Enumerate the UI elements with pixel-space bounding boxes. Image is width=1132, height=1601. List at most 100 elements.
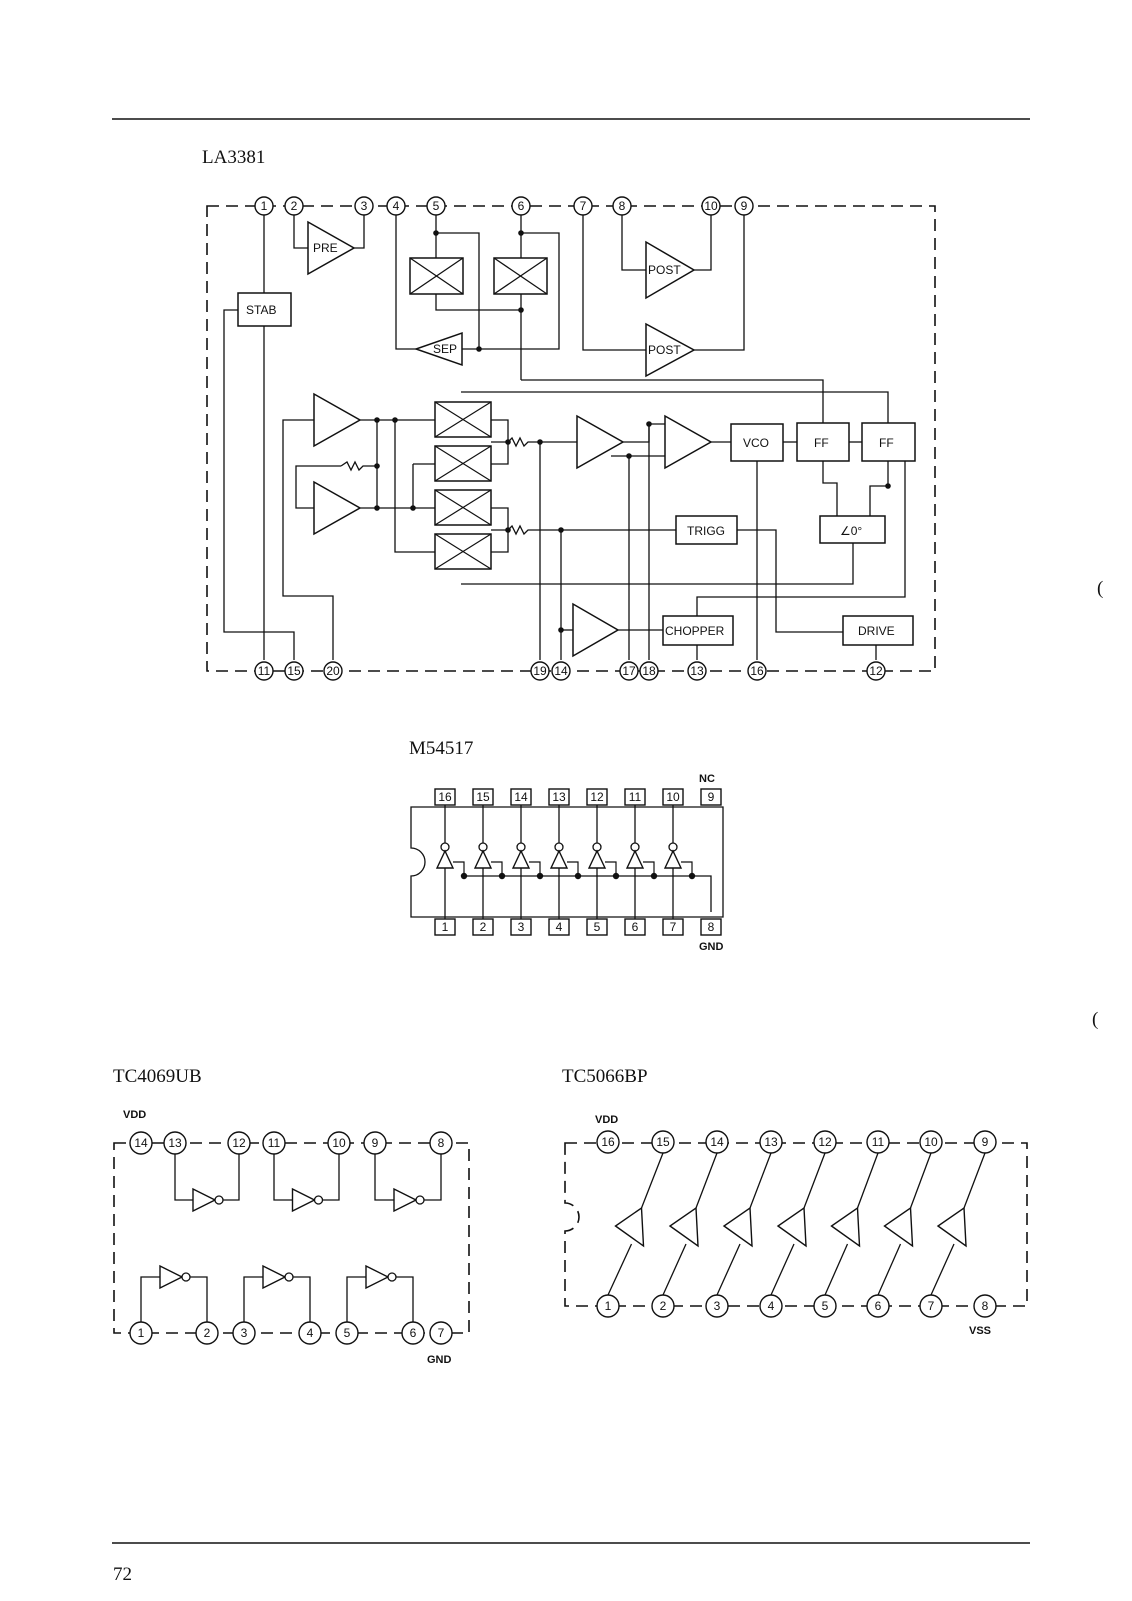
amp-triangle bbox=[313, 480, 362, 536]
junction-dot bbox=[460, 872, 468, 880]
pin-number: 3 bbox=[518, 920, 525, 934]
pin-6: 6 bbox=[401, 1321, 425, 1345]
wire bbox=[963, 1152, 986, 1209]
pin-4: 4 bbox=[298, 1321, 322, 1345]
pin-8: 8 bbox=[700, 918, 722, 936]
pin-number: 14 bbox=[134, 1136, 148, 1150]
pin-circle bbox=[530, 661, 550, 681]
wire bbox=[770, 1243, 795, 1296]
pin-16: 16 bbox=[747, 661, 767, 681]
mixer-cross bbox=[434, 489, 492, 526]
vdd-label: VDD bbox=[123, 1109, 146, 1121]
inverter-triangle bbox=[663, 849, 683, 869]
vss-label: VSS bbox=[969, 1325, 991, 1337]
pin-7: 7 bbox=[662, 918, 684, 936]
pin-circle bbox=[747, 661, 767, 681]
pin-number: 8 bbox=[982, 1299, 989, 1313]
wire bbox=[605, 861, 617, 876]
pin-number: 1 bbox=[261, 199, 268, 213]
pin-10: 10 bbox=[662, 788, 684, 806]
pin-circle bbox=[973, 1294, 997, 1318]
pin-number: 10 bbox=[332, 1136, 346, 1150]
pin-number: 12 bbox=[232, 1136, 246, 1150]
pin-number: 16 bbox=[601, 1135, 615, 1149]
pin-number: 20 bbox=[326, 664, 340, 678]
pin-circle bbox=[596, 1130, 620, 1154]
pin-number: 11 bbox=[629, 790, 642, 804]
la3381-outline bbox=[206, 205, 936, 672]
pin-number: 7 bbox=[580, 199, 587, 213]
wire bbox=[293, 1276, 311, 1322]
wire bbox=[374, 1154, 394, 1201]
pin-number: 15 bbox=[287, 664, 301, 678]
ff-label-1: FF bbox=[814, 436, 829, 450]
pin-box bbox=[700, 788, 722, 806]
pin-number: 8 bbox=[619, 199, 626, 213]
sep-triangle bbox=[413, 331, 463, 367]
wire bbox=[643, 861, 655, 876]
pin-11: 11 bbox=[624, 788, 646, 806]
pin-3: 3 bbox=[232, 1321, 256, 1345]
pin-circle bbox=[639, 661, 659, 681]
inverter-triangle bbox=[776, 1206, 807, 1248]
drive-label: DRIVE bbox=[858, 624, 895, 638]
pin-number: 13 bbox=[552, 790, 566, 804]
wire bbox=[412, 463, 435, 508]
pin-number: 4 bbox=[307, 1326, 314, 1340]
pin-13: 13 bbox=[687, 661, 707, 681]
wire bbox=[394, 420, 435, 553]
pin-11: 11 bbox=[262, 1131, 286, 1155]
tc4069ub-title: TC4069UB bbox=[113, 1066, 202, 1087]
pin-number: 4 bbox=[768, 1299, 775, 1313]
pin-13: 13 bbox=[163, 1131, 187, 1155]
pin-4: 4 bbox=[386, 196, 406, 216]
pin-number: 4 bbox=[393, 199, 400, 213]
pin-17: 17 bbox=[619, 661, 639, 681]
sep-label: SEP bbox=[433, 342, 457, 356]
pin-number: 11 bbox=[268, 1136, 281, 1150]
inverter-triangle bbox=[936, 1206, 967, 1248]
wire bbox=[243, 1276, 263, 1322]
amp-triangle bbox=[576, 414, 625, 470]
pin-number: 2 bbox=[660, 1299, 667, 1313]
pin-number: 14 bbox=[710, 1135, 724, 1149]
pin-9: 9 bbox=[973, 1130, 997, 1154]
pin-7: 7 bbox=[919, 1294, 943, 1318]
pin-20: 20 bbox=[323, 661, 343, 681]
stab-label: STAB bbox=[246, 303, 276, 317]
pin-10: 10 bbox=[327, 1131, 351, 1155]
pin-10: 10 bbox=[701, 196, 721, 216]
inverter-triangle bbox=[549, 849, 569, 869]
pin-number: 12 bbox=[590, 790, 604, 804]
inverter-triangle bbox=[625, 849, 645, 869]
pin-11: 11 bbox=[254, 661, 274, 681]
pin-number: 9 bbox=[741, 199, 748, 213]
wire bbox=[824, 1243, 849, 1296]
pin-6: 6 bbox=[866, 1294, 890, 1318]
wire bbox=[909, 1152, 932, 1209]
pin-3: 3 bbox=[705, 1294, 729, 1318]
pin-circle bbox=[323, 661, 343, 681]
wire bbox=[273, 1154, 293, 1201]
la3381-title: LA3381 bbox=[202, 147, 265, 168]
pin-number: 10 bbox=[924, 1135, 938, 1149]
pin-6: 6 bbox=[511, 196, 531, 216]
pin-circle bbox=[254, 661, 274, 681]
inverter-triangle bbox=[883, 1206, 914, 1248]
pin-8: 8 bbox=[612, 196, 632, 216]
pin-13: 13 bbox=[759, 1130, 783, 1154]
amp-triangle bbox=[664, 414, 713, 470]
wire bbox=[223, 1154, 240, 1201]
pin-number: 2 bbox=[291, 199, 298, 213]
inverter-triangle bbox=[393, 1187, 418, 1213]
pin-number: 9 bbox=[982, 1135, 989, 1149]
inverter-triangle bbox=[159, 1264, 184, 1290]
pin-circle bbox=[687, 661, 707, 681]
inverter-triangle bbox=[722, 1206, 753, 1248]
inverter-triangle bbox=[435, 849, 455, 869]
pin-11: 11 bbox=[866, 1130, 890, 1154]
pin-number: 7 bbox=[928, 1299, 935, 1313]
pin-8: 8 bbox=[429, 1131, 453, 1155]
